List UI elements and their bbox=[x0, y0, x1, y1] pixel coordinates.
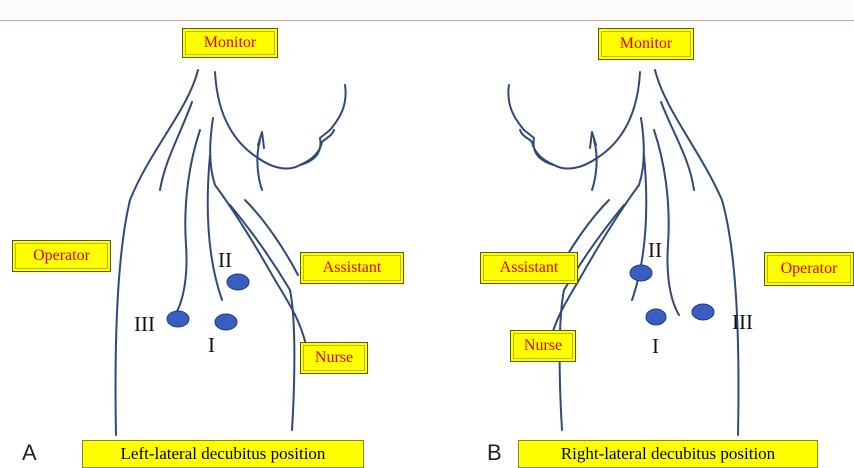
panel-b-letter: B bbox=[487, 440, 502, 466]
port-b-2-dot bbox=[630, 265, 652, 281]
port-a-2-dot bbox=[227, 274, 249, 290]
monitor-label-b: Monitor bbox=[598, 28, 694, 60]
operator-label-b: Operator bbox=[764, 252, 854, 286]
monitor-label-a: Monitor bbox=[182, 28, 278, 58]
nurse-label-b: Nurse bbox=[510, 330, 576, 362]
assistant-label-a: Assistant bbox=[300, 252, 404, 284]
port-b-3-label: III bbox=[732, 312, 753, 333]
assistant-label-b: Assistant bbox=[480, 252, 578, 284]
port-b-1-dot bbox=[646, 309, 666, 325]
port-a-3-dot bbox=[167, 311, 189, 327]
port-b-2-label: II bbox=[648, 240, 662, 261]
port-b-3-dot bbox=[692, 304, 714, 320]
port-a-1-dot bbox=[215, 314, 237, 330]
panel-a-letter: A bbox=[22, 440, 37, 466]
panel-a-caption: Left-lateral decubitus position bbox=[82, 440, 364, 468]
port-a-1-label: I bbox=[208, 335, 215, 356]
operator-label-a: Operator bbox=[12, 240, 111, 272]
nurse-label-a: Nurse bbox=[300, 342, 368, 374]
panel-b-caption: Right-lateral decubitus position bbox=[518, 440, 818, 468]
port-b-1-label: I bbox=[652, 336, 659, 357]
port-a-2-label: II bbox=[218, 250, 232, 271]
port-a-3-label: III bbox=[134, 314, 155, 335]
